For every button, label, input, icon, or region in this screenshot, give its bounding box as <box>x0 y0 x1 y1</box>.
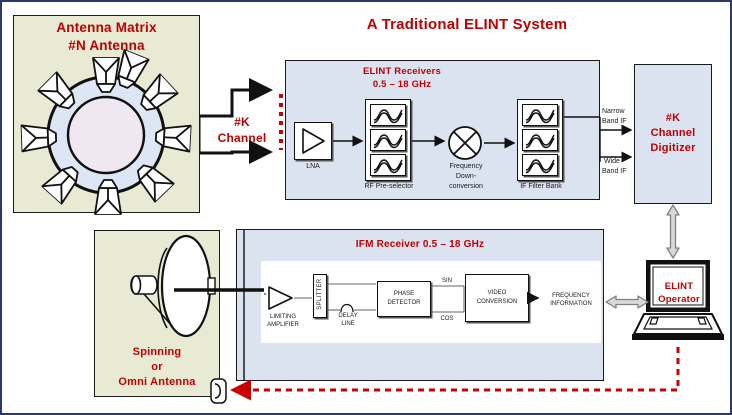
frequency-information-label-line2: INFORMATION <box>550 301 592 307</box>
phase-detector-block <box>377 281 431 317</box>
mixer-label-line2: Down- <box>455 173 477 180</box>
phase-detector-label-line2: DETECTOR <box>387 300 421 306</box>
splitter-label: SPLITTER <box>316 278 323 310</box>
video-conversion-label-line1: VIDEO <box>487 290 507 296</box>
frequency-downconversion-mixer-icon <box>448 126 482 160</box>
elint-receivers-title-line2: 0.5 – 18 GHz <box>372 79 432 90</box>
ifm-receiver-title: IFM Receiver 0.5 – 18 GHz <box>355 239 485 250</box>
elint-operator-label-line1: ELINT <box>664 281 694 292</box>
delay-line-label-line2: LINE <box>341 321 355 327</box>
video-conversion-block <box>465 274 529 322</box>
digitizer-label-line2: Channel <box>650 127 696 139</box>
if-filter-bank-label: IF Filter Bank <box>520 183 562 190</box>
antenna-ring-graphic <box>20 49 192 215</box>
spinning-antenna-label-line3: Omni Antenna <box>118 376 196 388</box>
channel-link-label-line2: Channel <box>217 131 267 145</box>
mixer-label-line3: conversion <box>449 183 483 190</box>
cos-label: COS <box>440 316 454 322</box>
limiting-amplifier-label-line1: LIMITING <box>269 314 296 320</box>
channel-link-label-line1: #K <box>234 115 250 129</box>
spinning-antenna-label-line2: or <box>151 361 163 373</box>
antenna-matrix-title-line2: #N Antenna <box>68 38 145 53</box>
digitizer-label-line3: Digitizer <box>650 142 696 154</box>
splitter-block <box>313 274 327 318</box>
delay-line-icon <box>340 303 354 313</box>
digitizer-block <box>634 64 712 204</box>
narrow-band-if-label-line2: Band IF <box>602 118 627 125</box>
lna-triangle-icon <box>302 128 325 154</box>
wide-band-if-label-line1: Wide <box>604 158 620 165</box>
lna-label: LNA <box>306 163 320 170</box>
rf-preselector-label: RF Pre-selector <box>364 183 414 190</box>
limiting-amplifier-icon <box>268 286 293 310</box>
sin-label: SIN <box>441 278 452 284</box>
antenna-matrix-title-line1: Antenna Matrix <box>56 20 157 35</box>
phase-detector-label-line1: PHASE <box>393 291 415 297</box>
page-title: A Traditional ELINT System <box>366 16 568 33</box>
limiting-amplifier-label-line2: AMPLIFIER <box>267 322 299 328</box>
digitizer-label-line1: #K <box>665 112 681 124</box>
elint-receivers-title-line1: ELINT Receivers <box>363 66 441 77</box>
digitizer-operator-link <box>666 204 680 259</box>
elint-operator-laptop-icon[interactable] <box>632 258 724 346</box>
frequency-information-label-line1: FREQUENCY <box>552 293 590 299</box>
mixer-label-line1: Frequency <box>449 163 483 170</box>
filter-response-icons-if <box>525 109 555 174</box>
parabolic-dish-icon <box>130 234 216 338</box>
rotary-joint-connector-icon <box>210 378 227 404</box>
elint-operator-label-line2: Operator <box>658 294 700 305</box>
filter-response-icons-rf <box>373 109 403 174</box>
video-conversion-label-line2: CONVERSION <box>476 299 518 305</box>
narrow-band-if-label-line1: Narrow <box>602 108 625 115</box>
delay-line-label-line1: DELAY <box>338 313 358 319</box>
wide-band-if-label-line2: Band IF <box>602 168 627 175</box>
spinning-antenna-label-line1: Spinning <box>132 346 182 358</box>
